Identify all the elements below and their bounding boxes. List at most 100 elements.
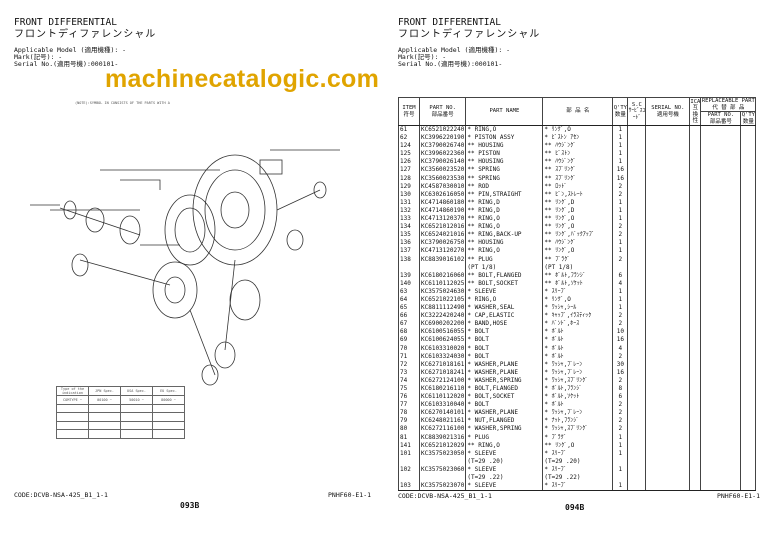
empty-cell [627, 271, 647, 280]
empty-cell [700, 457, 742, 466]
right-page-number: 094B [565, 503, 585, 513]
table-row: (PT 1/8)(PT 1/8) [398, 263, 757, 272]
empty-cell [627, 352, 647, 361]
part-name-jp: * ﾘﾝｸﾞ,O [542, 295, 614, 305]
empty-cell [700, 425, 742, 434]
empty-cell [700, 247, 742, 256]
part-number: KC3996220190 [418, 134, 467, 143]
empty-cell [627, 166, 647, 175]
item-number: 71 [398, 352, 420, 361]
empty-cell [627, 401, 647, 410]
item-number: 78 [398, 409, 420, 418]
empty-cell [700, 312, 742, 321]
empty-cell [740, 287, 757, 296]
part-name-jp: * ﾊﾞﾝﾄﾞ,ﾎｰｽ [542, 320, 614, 329]
empty-cell [645, 190, 691, 199]
part-number: KC8839021316 [418, 433, 467, 442]
quantity [612, 457, 629, 466]
empty-cell [740, 385, 757, 394]
part-number: KC4713120370 [418, 215, 467, 224]
part-name-jp: * ﾜｯｼｬ,ｽﾌﾟﾘﾝｸﾞ [542, 376, 614, 385]
item-number: 67 [398, 320, 420, 329]
empty-cell [700, 433, 742, 442]
empty-cell [627, 385, 647, 394]
part-number: KC6524021016 [418, 231, 467, 240]
item-number [398, 263, 420, 272]
part-name: * WASHER,PLANE [465, 360, 544, 369]
empty-cell [689, 304, 702, 313]
quantity: 2 [612, 312, 629, 321]
spec-header: Type of the indication [56, 386, 89, 396]
empty-cell [689, 231, 702, 240]
quantity: 2 [612, 190, 629, 199]
part-name-jp: ** ﾘﾝｸﾞ,O [542, 247, 614, 256]
empty-cell [645, 344, 691, 353]
empty-cell [700, 352, 742, 361]
watermark: machinecatalogic.com [105, 65, 380, 93]
empty-cell [740, 425, 757, 434]
part-number [418, 474, 467, 483]
empty-cell [627, 449, 647, 458]
empty-cell [740, 182, 757, 191]
quantity: 1 [612, 215, 629, 224]
empty-cell [689, 401, 702, 410]
part-name: ** RING,D [465, 206, 544, 216]
right-header: FRONT DIFFERENTIAL フロントディファレンシャル Applica… [398, 17, 540, 68]
quantity: 4 [612, 344, 629, 353]
part-number: KC3560023520 [418, 166, 467, 175]
quantity: 2 [612, 223, 629, 232]
item-number: 76 [398, 393, 420, 402]
empty-cell [689, 433, 702, 442]
exploded-parts-diagram [30, 149, 340, 386]
part-name-jp: * ｷｬｯﾌﾟ,ｲﾗｽﾃｨｯｸ [542, 312, 614, 321]
empty-cell [689, 279, 702, 288]
part-name-jp: * ﾜｯｼｬ,ｽﾌﾟﾘﾝｸﾞ [542, 425, 614, 434]
part-number: KC6248021161 [418, 417, 467, 426]
empty-cell [700, 190, 742, 199]
empty-cell [689, 215, 702, 224]
empty-cell [627, 344, 647, 353]
spec-header: USA Spec. [120, 386, 153, 396]
quantity: 1 [612, 158, 629, 167]
item-number: 125 [398, 150, 420, 159]
quantity: 10 [612, 328, 629, 337]
part-name: * RING,O [465, 125, 544, 135]
empty-cell [627, 312, 647, 321]
left-header: FRONT DIFFERENTIAL フロントディファレンシャル Applica… [14, 17, 156, 68]
item-number: 61 [398, 125, 420, 135]
empty-cell [700, 482, 742, 492]
part-name-jp: * ﾎﾞﾙﾄ [542, 328, 614, 337]
part-name-jp: ** ﾎﾞﾙﾄ,ｿｹｯﾄ [542, 279, 614, 288]
part-number: KC6100516055 [418, 328, 467, 337]
empty-cell [627, 457, 647, 466]
empty-cell [689, 263, 702, 272]
part-number: KC6272124100 [418, 376, 467, 385]
quantity: 1 [612, 206, 629, 216]
empty-cell [689, 190, 702, 199]
item-number: 133 [398, 215, 420, 224]
part-number: KC8811112490 [418, 304, 467, 313]
part-number: KC6270140101 [418, 409, 467, 418]
empty-cell [740, 417, 757, 426]
empty-cell [740, 190, 757, 199]
item-number: 131 [398, 198, 420, 207]
item-number: 141 [398, 441, 420, 450]
empty-cell [700, 279, 742, 288]
empty-cell [689, 174, 702, 183]
empty-cell [700, 336, 742, 345]
empty-cell [700, 223, 742, 232]
part-number: KC4714860190 [418, 206, 467, 216]
empty-cell [627, 287, 647, 296]
spec-header: JPN Spec. [88, 386, 121, 396]
empty-cell [627, 320, 647, 329]
empty-cell [740, 320, 757, 329]
part-number: KC6302616050 [418, 190, 467, 199]
empty-cell [627, 198, 647, 207]
part-name-jp: (T=29 .22) [542, 474, 614, 483]
